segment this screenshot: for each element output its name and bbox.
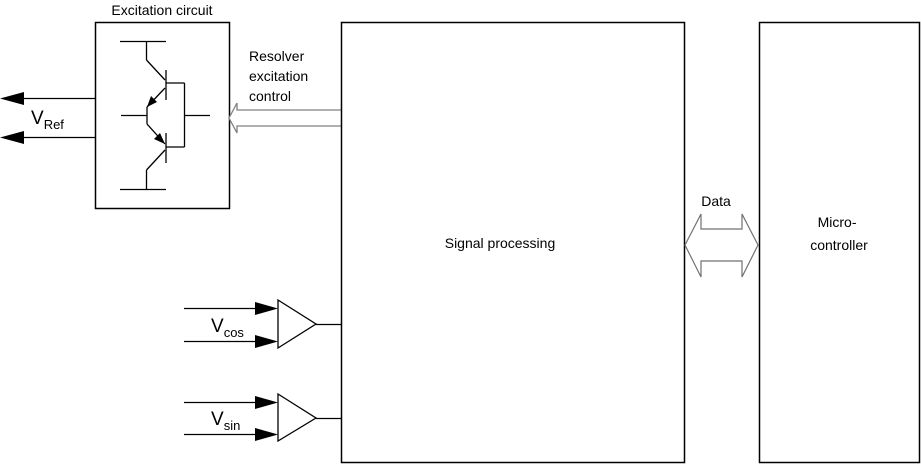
resolver-excitation-arrow (228, 102, 342, 134)
signal-processing-box (340, 21, 686, 464)
excitation-circuit-box (94, 21, 231, 210)
vref-output-arrows (0, 92, 95, 144)
vcos-label: Vcos (211, 316, 244, 340)
microcontroller-label: Micro- controller (810, 214, 868, 253)
emitter-arrow-icon (154, 133, 165, 144)
vcos-amplifier (184, 298, 342, 350)
arrow-right-icon (255, 302, 278, 315)
amplifier-triangle-icon (277, 392, 318, 443)
hollow-arrow-left-icon (228, 102, 342, 134)
emitter-arrow-icon (147, 96, 157, 107)
microcontroller-box (758, 21, 921, 464)
resolver-excitation-label: Resolver excitation control (249, 48, 312, 104)
arrow-left-icon (0, 92, 24, 105)
vref-label: VRef (31, 108, 64, 132)
signal-processing-label: Signal processing (445, 235, 556, 251)
excitation-circuit-title: Excitation circuit (111, 2, 212, 18)
vsin-amplifier (184, 392, 342, 443)
arrow-right-icon (255, 396, 278, 409)
amplifier-triangle-icon (277, 298, 318, 350)
push-pull-transistor-icon (120, 40, 210, 191)
arrow-right-icon (255, 428, 278, 441)
arrow-right-icon (255, 335, 278, 348)
data-bidirectional-arrow-icon (684, 213, 759, 278)
excitation-circuit-block (94, 21, 231, 210)
vsin-label: Vsin (211, 409, 240, 433)
arrow-left-icon (0, 131, 24, 144)
data-label: Data (701, 193, 731, 209)
